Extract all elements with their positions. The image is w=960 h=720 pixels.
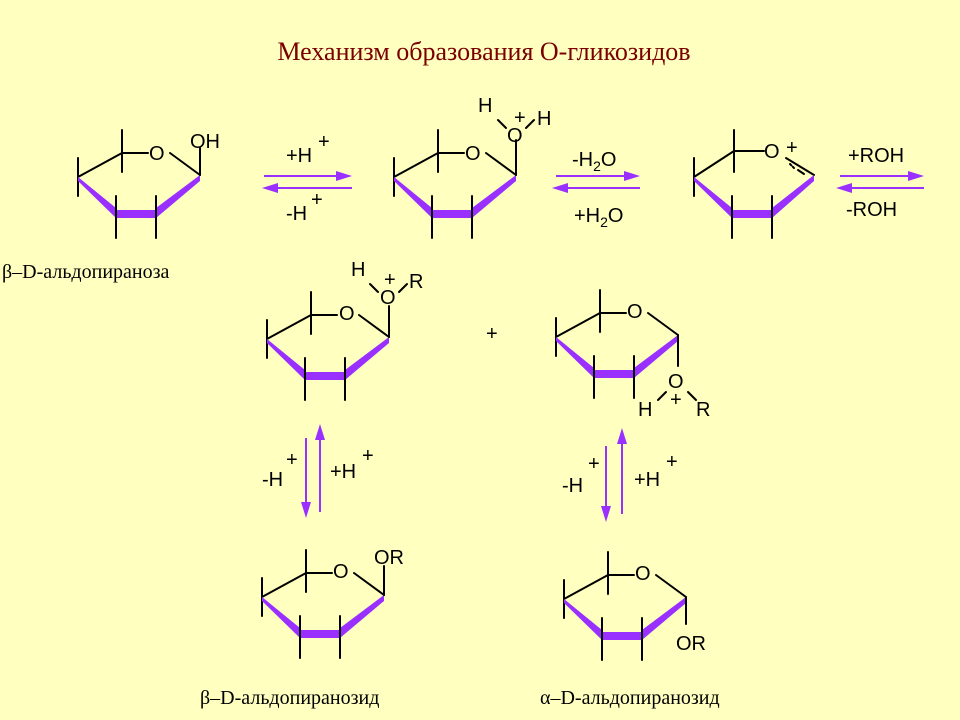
arrow-label-minus-roh: -ROH [846, 199, 897, 221]
page-title: Механизм образования О-гликозидов [277, 37, 690, 66]
caption-beta-aldopyranose: β–D-альдопираноза [2, 261, 169, 283]
arrow-label-plus-h: +H [574, 205, 600, 227]
ring-oxygen-label: O [465, 143, 481, 165]
charge-plus: + [514, 107, 526, 129]
ring-oxygen-label: O [149, 143, 165, 165]
molecule-alpha-aldopyranoside: O OR [564, 552, 706, 660]
subscript-2: 2 [600, 214, 608, 230]
substituent-oxygen-label: O [380, 287, 396, 309]
svg-text:-H2O: -H2O [572, 149, 616, 174]
molecule-oxocarbenium-ion: O + [693, 129, 815, 239]
substituent-h-label: H [478, 95, 492, 117]
equilibrium-arrows-step3: +ROH -ROH [836, 145, 924, 221]
arrow-label-plus-h: +H [330, 461, 356, 483]
arrow-label-o: O [608, 205, 624, 227]
equilibrium-arrows-step1: +H + -H + [262, 131, 352, 225]
substituent-or-label: OR [374, 547, 404, 569]
ring-oxygen-label: O [635, 563, 651, 585]
arrow-label-plus-roh: +ROH [848, 145, 904, 167]
arrow-label-minus-h: -H [562, 475, 583, 497]
substituent-oh-label: OH [190, 131, 220, 153]
charge-plus: + [670, 389, 682, 411]
subscript-2: 2 [593, 158, 601, 174]
substituent-r-label: R [696, 399, 710, 421]
substituent-h-label: H [351, 259, 365, 281]
caption-alpha-aldopyranoside: α–D-альдопиранозид [540, 687, 720, 709]
substituent-h-label: H [537, 108, 551, 130]
charge-plus: + [786, 137, 798, 159]
caption-beta-aldopyranoside: β–D-альдопиранозид [200, 687, 379, 709]
molecule-protonated-alpha-glycoside: O O H R + [556, 290, 710, 421]
arrow-label-plus-h: +H [634, 469, 660, 491]
molecule-beta-aldopyranose: O OH [78, 130, 220, 238]
substituent-oxygen-label: O [507, 125, 523, 147]
molecule-beta-aldopyranoside: O OR [262, 547, 404, 658]
svg-text:+H2O: +H2O [574, 205, 623, 230]
ring-oxygen-label: O [764, 141, 780, 163]
arrow-label-minus-h: -H [572, 149, 593, 171]
substituent-r-label: R [409, 271, 423, 293]
charge-plus: + [666, 451, 678, 473]
plus-between-anomers: + [486, 323, 498, 345]
vertical-arrows-beta: -H + +H + [262, 424, 374, 518]
charge-plus: + [318, 131, 330, 153]
arrow-label-plus-h: +H [286, 145, 312, 167]
substituent-or-label: OR [676, 633, 706, 655]
ring-oxygen-label: O [627, 301, 643, 323]
molecule-protonated-beta-glycoside: O O H R + [267, 259, 423, 400]
vertical-arrows-alpha: -H + +H + [562, 428, 678, 522]
charge-plus: + [362, 445, 374, 467]
charge-plus: + [588, 453, 600, 475]
substituent-oxygen-label: O [668, 371, 684, 393]
ring-oxygen-label: O [339, 303, 355, 325]
substituent-h-label: H [638, 399, 652, 421]
molecule-protonated-hemiacetal: O O H H + [394, 95, 551, 238]
charge-plus: + [384, 269, 396, 291]
arrow-label-minus-h: -H [286, 203, 307, 225]
ring-oxygen-label: O [333, 561, 349, 583]
charge-plus: + [311, 189, 323, 211]
arrow-label-o: O [601, 149, 617, 171]
equilibrium-arrows-step2: -H2O +H2O [552, 149, 640, 230]
arrow-label-minus-h: -H [262, 469, 283, 491]
charge-plus: + [286, 449, 298, 471]
